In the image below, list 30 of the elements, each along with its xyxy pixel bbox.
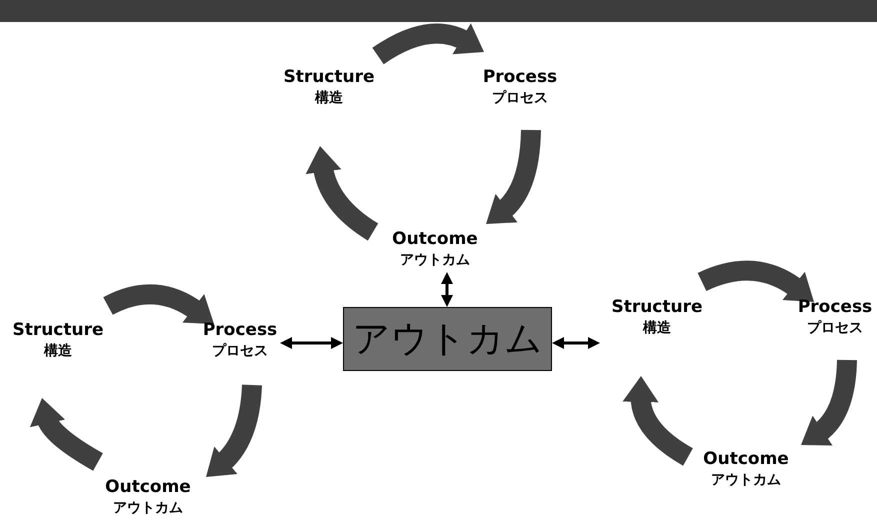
curved-arrow: [372, 23, 485, 64]
stage-label: 構造: [315, 89, 343, 108]
stage-label: Outcome: [703, 448, 789, 470]
stage-label: Outcome: [392, 228, 478, 250]
stage-label: プロセス: [807, 319, 863, 338]
stage-label: Structure: [611, 296, 703, 318]
stage-label: Process: [798, 296, 872, 318]
stage-label: Process: [202, 319, 278, 341]
stage-label: 構造: [44, 342, 72, 361]
stage-label: Structure: [12, 319, 104, 341]
stage-label: アウトカム: [400, 251, 470, 270]
curved-arrow: [30, 398, 103, 471]
curved-arrow: [206, 384, 262, 478]
stage-label: アウトカム: [711, 471, 781, 490]
outcome-box: アウトカム: [343, 307, 552, 371]
curved-arrow: [306, 146, 378, 240]
stage-label: Outcome: [105, 476, 191, 498]
stage-label: Structure: [283, 66, 375, 88]
double-arrow: [441, 272, 453, 307]
stage-label: プロセス: [492, 89, 548, 108]
curved-arrow: [802, 360, 857, 446]
stage-label: Process: [482, 66, 558, 88]
stage-label: プロセス: [212, 342, 268, 361]
stage-label: アウトカム: [113, 499, 183, 518]
double-arrow: [552, 337, 600, 349]
curved-arrow: [104, 284, 214, 324]
double-arrow: [280, 337, 343, 349]
curved-arrow: [486, 130, 541, 225]
stage-label: 構造: [643, 319, 671, 338]
curved-arrow: [622, 376, 694, 466]
